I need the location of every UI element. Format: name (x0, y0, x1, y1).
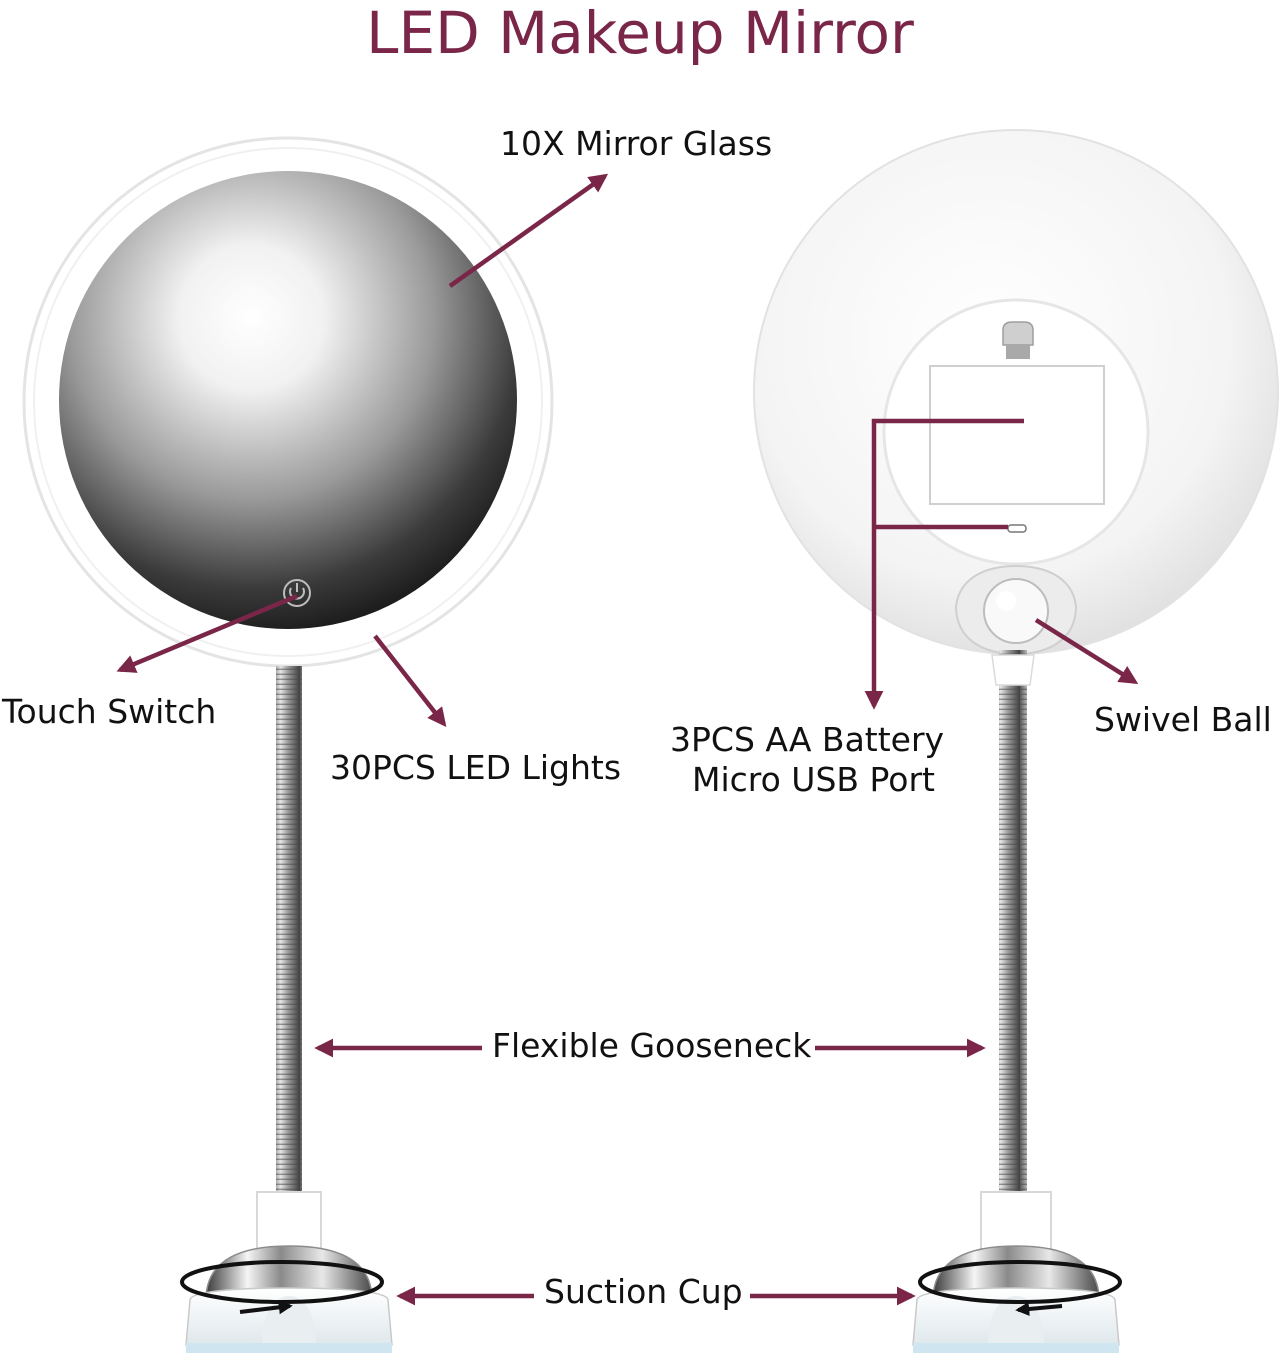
power-icon (283, 579, 311, 607)
label-usb-port: Micro USB Port (692, 760, 935, 799)
arrow-mirror-glass (448, 173, 609, 288)
arrow-swivel-ball (1034, 618, 1139, 685)
label-led-lights: 30PCS LED Lights (330, 748, 622, 787)
swivel-ball (954, 564, 1078, 656)
label-suction-cup: Suction Cup (544, 1272, 743, 1311)
label-swivel-ball: Swivel Ball (1094, 700, 1272, 739)
page-title: LED Makeup Mirror (366, 0, 914, 67)
right-gooseneck (999, 650, 1027, 1196)
back-mirror (753, 129, 1279, 656)
label-gooseneck: Flexible Gooseneck (492, 1026, 812, 1065)
callout-arrows (116, 173, 1139, 1306)
label-touch-switch: Touch Switch (2, 692, 217, 731)
left-gooseneck (276, 666, 302, 1196)
arrow-led-lights (373, 634, 447, 727)
usb-port (1007, 524, 1027, 533)
arrow-battery (864, 418, 1024, 710)
label-battery: 3PCS AA Battery (670, 720, 945, 759)
front-mirror (22, 136, 554, 668)
right-suction-cup (912, 1191, 1122, 1353)
arrow-touch-switch (116, 593, 298, 673)
label-mirror-glass: 10X Mirror Glass (500, 124, 773, 163)
mirror-glass (59, 171, 517, 629)
left-suction-cup (180, 1191, 393, 1353)
battery-cover (929, 365, 1105, 505)
